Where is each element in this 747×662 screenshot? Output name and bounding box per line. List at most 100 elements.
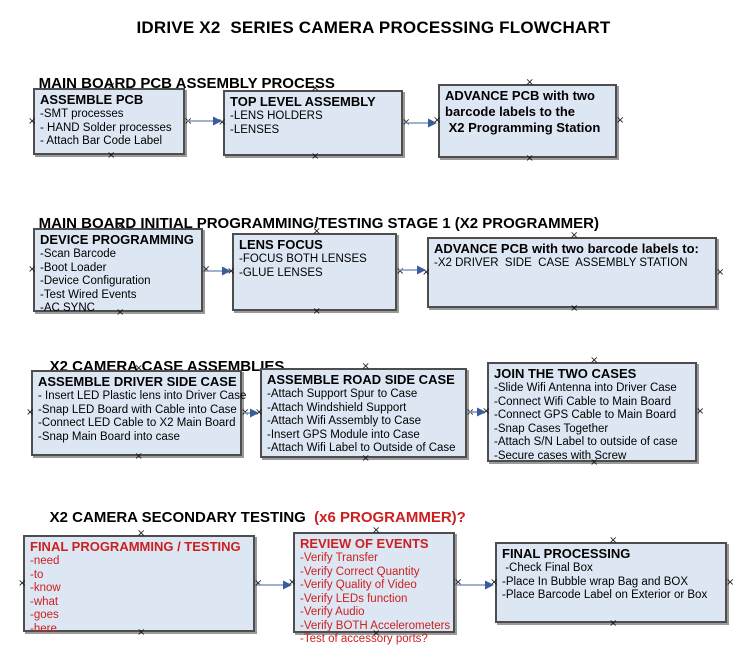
flow-box-final-programming-testing: FINAL PROGRAMMING / TESTING-need-to-know… [18, 529, 262, 638]
section-heading-red-text: (x6 PROGRAMMER)? [309, 509, 466, 526]
flow-box-advance-pcb-to-driver-side-station: ADVANCE PCB with two barcode labels to:-… [422, 231, 724, 314]
connection-point-icon: × [28, 115, 37, 127]
connection-point-icon: × [361, 361, 370, 372]
box-item: -Attach Windshield Support [267, 401, 407, 414]
connection-point-icon: × [26, 407, 35, 418]
connection-point-icon: × [311, 151, 320, 162]
box-item: -Test Wired Events [40, 288, 137, 301]
box-item: -Verify Quality of Video [300, 579, 417, 591]
connection-point-icon: × [28, 264, 37, 275]
flow-arrow [457, 580, 494, 590]
box-item: -Snap Cases Together [494, 422, 609, 435]
box-item: -Place Barcode Label on Exterior or Box [502, 589, 708, 601]
flow-box-top-level-assembly: TOP LEVEL ASSEMBLY-LENS HOLDERS-LENSES××… [218, 84, 410, 162]
box-title: FINAL PROGRAMMING / TESTING [30, 539, 241, 554]
box-item: -Scan Barcode [40, 248, 117, 260]
box-item: -Snap Main Board into case [38, 430, 180, 443]
flow-arrow [399, 265, 426, 275]
box-item: -Verify Correct Quantity [300, 565, 420, 578]
connection-point-icon: × [361, 453, 370, 464]
connection-point-icon: × [312, 306, 321, 317]
box-item: -Connect LED Cable to X2 Main Board [38, 417, 236, 429]
box-item: -what [30, 595, 59, 608]
box-item: -Attach S/N Label to outside of case [494, 436, 678, 448]
connection-point-icon: × [134, 451, 143, 462]
box-item: -Test of accessory ports? [300, 633, 428, 645]
box-title: TOP LEVEL ASSEMBLY [230, 94, 376, 109]
box-item: - Attach Bar Code Label [40, 135, 163, 147]
flow-box-review-of-events: REVIEW OF EVENTS-Verify Transfer-Verify … [288, 526, 462, 646]
section-heading-initial-programming: MAIN BOARD INITIAL PROGRAMMING/TESTING S… [22, 198, 599, 249]
box-item: -Snap LED Board with Cable into Case [38, 403, 237, 416]
box-item: -LENS HOLDERS [230, 110, 323, 122]
box-item: -Insert GPS Module into Case [267, 428, 420, 441]
box-item: -LENSES [230, 123, 280, 136]
box-title: ADVANCE PCB with two [445, 88, 595, 103]
connection-point-icon: × [726, 576, 735, 588]
section-heading-pcb-assembly: MAIN BOARD PCB ASSEMBLY PROCESS [22, 58, 335, 109]
box-title: JOIN THE TWO CASES [494, 366, 637, 381]
box-item: -SMT processes [40, 108, 124, 120]
box-item: -Place In Bubble wrap Bag and BOX [502, 575, 689, 588]
box-item: -Verify BOTH Accelerometers [300, 619, 451, 632]
flow-box-assemble-driver-side-case: ASSEMBLE DRIVER SIDE CASE- Insert LED Pl… [26, 364, 249, 462]
box-title: barcode labels to the [445, 104, 576, 119]
connection-point-icon: × [696, 406, 705, 417]
connection-point-icon: × [570, 303, 579, 314]
flow-box-assemble-pcb: ASSEMBLE PCB-SMT processes- HAND Solder … [28, 82, 192, 161]
connection-point-icon: × [590, 355, 599, 366]
page-title: IDRIVE X2 SERIES CAMERA PROCESSING FLOWC… [136, 18, 611, 37]
flow-box-lens-focus: LENS FOCUS-FOCUS BOTH LENSES-GLUE LENSES… [227, 227, 404, 317]
box-item: -know [30, 582, 61, 594]
box-item: - Insert LED Plastic lens into Driver Ca… [38, 390, 247, 402]
connection-point-icon: × [525, 77, 534, 88]
box-title: LENS FOCUS [239, 237, 323, 252]
box-item: -Secure cases with Screw [494, 449, 627, 462]
box-title: DEVICE PROGRAMMING [40, 232, 194, 247]
connection-point-icon: × [616, 115, 625, 126]
box-item: -Connect Wifi Cable to Main Board [494, 395, 672, 408]
flow-arrow [469, 407, 486, 417]
box-item: -Verify LEDs function [300, 592, 408, 605]
flow-box-device-programming: DEVICE PROGRAMMING-Scan Barcode-Boot Loa… [28, 222, 210, 318]
connection-point-icon: × [107, 150, 116, 161]
flow-arrow [205, 266, 231, 276]
box-item: -Device Configuration [40, 275, 151, 287]
box-item: -here [30, 622, 57, 635]
box-item: -need [30, 555, 60, 567]
box-title: X2 Programming Station [445, 120, 601, 135]
box-item: -Verify Transfer [300, 552, 378, 564]
flow-box-assemble-road-side-case: ASSEMBLE ROAD SIDE CASE-Attach Support S… [255, 362, 474, 464]
box-item: -Attach Support Spur to Case [267, 388, 418, 400]
flow-arrow [187, 116, 222, 126]
box-item: -goes [30, 609, 59, 621]
box-item: -Slide Wifi Antenna into Driver Case [494, 382, 677, 394]
box-item: -GLUE LENSES [239, 266, 323, 279]
box-item: -Verify Audio [300, 606, 365, 618]
connection-point-icon: × [525, 153, 534, 164]
box-item: -X2 DRIVER SIDE CASE ASSEMBLY STATION [434, 257, 688, 269]
box-item: - HAND Solder processes [40, 121, 172, 134]
box-title: ASSEMBLE PCB [40, 92, 144, 107]
section-heading-text: X2 CAMERA SECONDARY TESTING [49, 509, 310, 526]
flow-arrow [244, 408, 259, 418]
box-item: -Check Final Box [502, 562, 593, 574]
connection-point-icon: × [609, 535, 618, 546]
box-title: FINAL PROCESSING [502, 546, 631, 561]
connection-point-icon: × [716, 266, 725, 278]
connection-point-icon: × [609, 618, 618, 629]
box-title: ADVANCE PCB with two barcode labels to: [434, 241, 699, 256]
connection-point-icon: × [18, 577, 27, 589]
flow-box-final-processing: FINAL PROCESSING -Check Final Box-Place … [490, 536, 734, 629]
box-item: -Attach Wifi Label to Outside of Case [267, 442, 456, 454]
section-heading-text: MAIN BOARD INITIAL PROGRAMMING/TESTING S… [38, 215, 599, 232]
flow-box-join-the-two-cases: JOIN THE TWO CASES-Slide Wifi Antenna in… [482, 356, 704, 468]
section-heading-secondary-testing: X2 CAMERA SECONDARY TESTING (x6 PROGRAMM… [33, 492, 466, 543]
flow-arrow [257, 580, 292, 590]
section-heading-text: MAIN BOARD PCB ASSEMBLY PROCESS [38, 75, 335, 92]
box-item: -Connect GPS Cable to Main Board [494, 409, 677, 421]
box-title: ASSEMBLE DRIVER SIDE CASE [38, 374, 237, 389]
box-item: -Boot Loader [40, 261, 107, 274]
